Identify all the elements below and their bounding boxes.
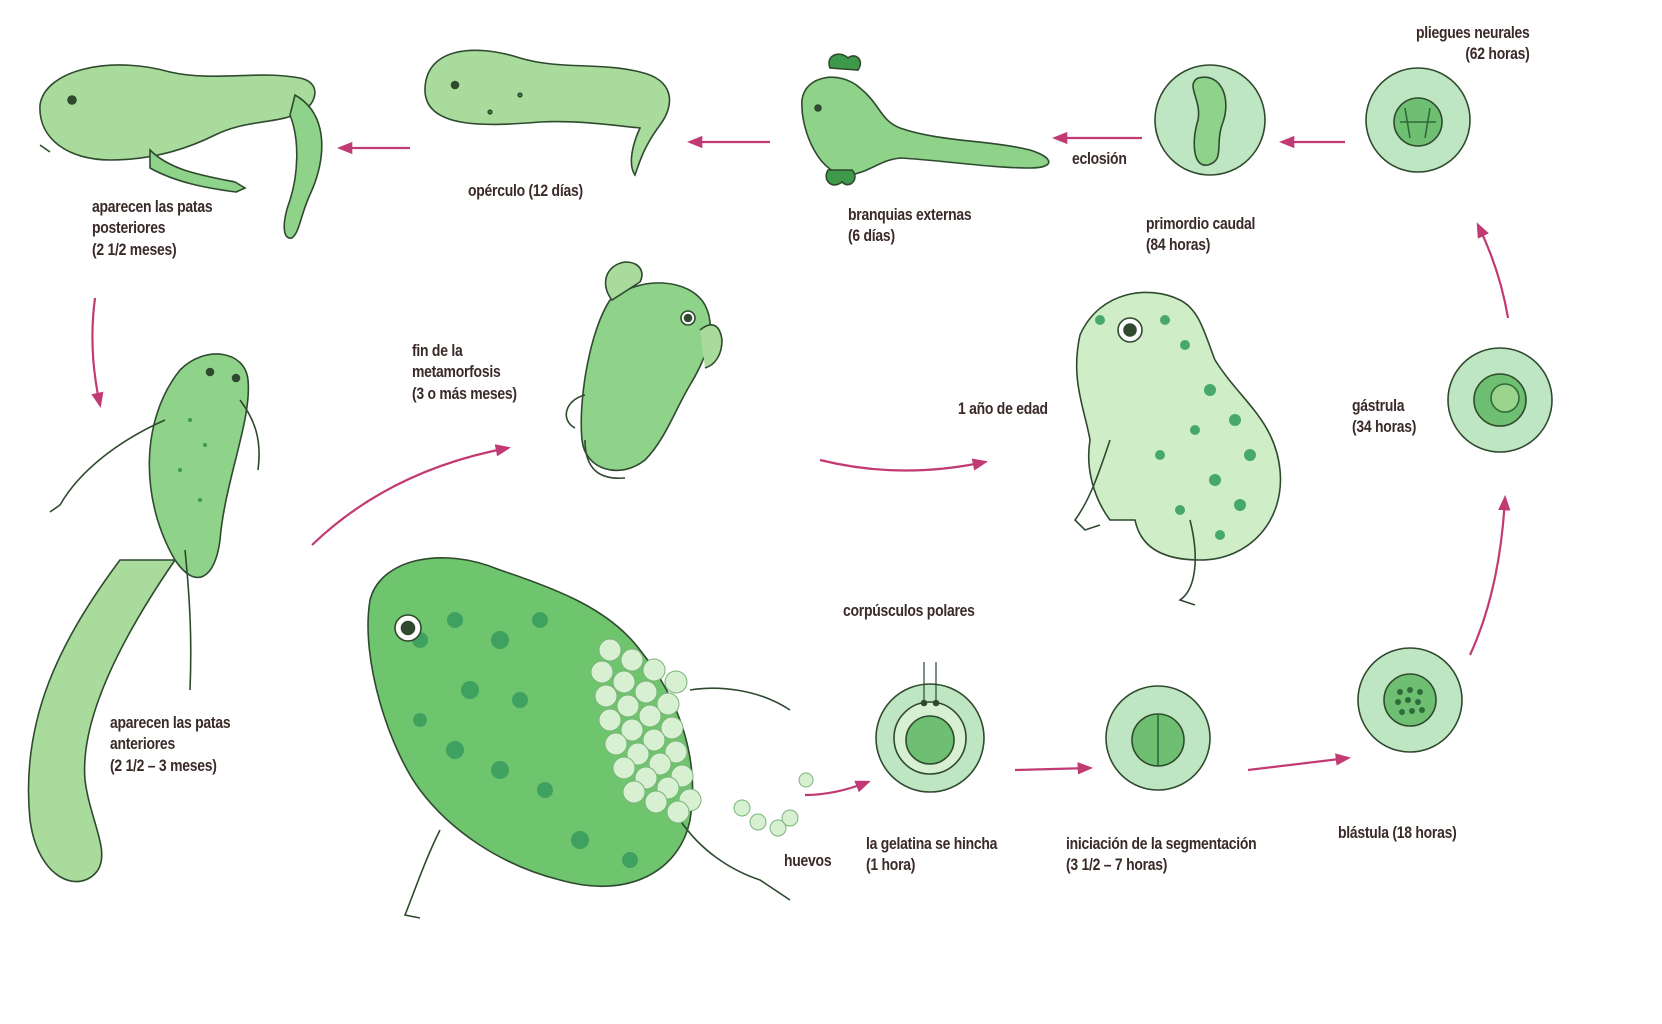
- froglet-icon: [566, 262, 722, 478]
- label-one-year-text: 1 año de edad: [958, 398, 1048, 419]
- label-metamorphosis-end: fin de la metamorfosis (3 o más meses): [412, 340, 517, 404]
- label-tail-bud: primordio caudal (84 horas): [1146, 213, 1255, 256]
- label-hind-legs: aparecen las patas posteriores (2 1/2 me…: [92, 196, 212, 260]
- label-front-legs-line2: anteriores: [110, 733, 230, 754]
- arrow-frontlegs-to-froglet: [312, 448, 508, 545]
- embryo-tail-bud-icon: [1155, 65, 1265, 175]
- label-gastrula-line1: gástrula: [1352, 395, 1416, 416]
- label-jelly-swells: la gelatina se hincha (1 hora): [866, 833, 997, 876]
- label-metamorphosis-line3: (3 o más meses): [412, 383, 517, 404]
- label-jelly-swells-line1: la gelatina se hincha: [866, 833, 997, 854]
- label-hind-legs-line1: aparecen las patas: [92, 196, 212, 217]
- label-blastula-text: blástula (18 horas): [1338, 822, 1457, 843]
- label-segmentation: iniciación de la segmentación (3 1/2 – 7…: [1066, 833, 1256, 876]
- label-tail-bud-line1: primordio caudal: [1146, 213, 1255, 234]
- embryo-blastula-icon: [1358, 648, 1462, 752]
- label-front-legs: aparecen las patas anteriores (2 1/2 – 3…: [110, 712, 230, 776]
- label-one-year: 1 año de edad: [958, 398, 1048, 419]
- arrow-eggs-to-jelly: [805, 782, 868, 795]
- label-hatching: eclosión: [1072, 148, 1127, 169]
- label-neural-folds-line1: pliegues neurales: [1408, 22, 1530, 43]
- tadpole-external-gills-icon: [802, 54, 1049, 185]
- embryo-neural-folds-icon: [1366, 68, 1470, 172]
- label-front-legs-line1: aparecen las patas: [110, 712, 230, 733]
- label-jelly-swells-line2: (1 hora): [866, 854, 997, 875]
- egg-segmentation-icon: [1106, 686, 1210, 790]
- label-blastula: blástula (18 horas): [1338, 822, 1457, 843]
- tadpole-operculum-icon: [425, 50, 670, 175]
- label-eggs: huevos: [784, 850, 831, 871]
- frog-life-cycle-diagram: aparecen las patas posteriores (2 1/2 me…: [0, 0, 1568, 966]
- label-external-gills: branquias externas (6 días): [848, 204, 971, 247]
- label-external-gills-line2: (6 días): [848, 225, 971, 246]
- label-polar-bodies-text: corpúsculos polares: [843, 600, 975, 621]
- label-hind-legs-line3: (2 1/2 meses): [92, 239, 212, 260]
- label-operculum: opérculo (12 días): [468, 180, 583, 201]
- diagram-canvas: [0, 0, 1568, 966]
- label-hind-legs-line2: posteriores: [92, 217, 212, 238]
- label-tail-bud-line2: (84 horas): [1146, 234, 1255, 255]
- arrow-gastrula-to-neural: [1478, 225, 1508, 318]
- tadpole-with-front-legs-icon: [28, 354, 259, 882]
- arrow-froglet-to-adult: [820, 460, 985, 471]
- label-metamorphosis-line2: metamorfosis: [412, 361, 517, 382]
- label-segmentation-line1: iniciación de la segmentación: [1066, 833, 1256, 854]
- label-operculum-text: opérculo (12 días): [468, 180, 583, 201]
- arrow-segmentation-to-blastula: [1248, 758, 1348, 770]
- label-gastrula-line2: (34 horas): [1352, 416, 1416, 437]
- label-metamorphosis-line1: fin de la: [412, 340, 517, 361]
- cycle-arrows: [92, 138, 1508, 795]
- label-neural-folds-line2: (62 horas): [1408, 43, 1530, 64]
- label-eggs-text: huevos: [784, 850, 831, 871]
- label-polar-bodies: corpúsculos polares: [843, 600, 975, 621]
- embryo-gastrula-icon: [1448, 348, 1552, 452]
- frog-laying-eggs-icon: [368, 558, 813, 918]
- egg-jelly-icon: [876, 662, 984, 792]
- label-gastrula: gástrula (34 horas): [1352, 395, 1416, 438]
- label-segmentation-line2: (3 1/2 – 7 horas): [1066, 854, 1256, 875]
- arrow-hindlegs-to-frontlegs: [92, 298, 100, 405]
- arrow-jelly-to-segmentation: [1015, 768, 1090, 770]
- adult-frog-icon: [1075, 292, 1280, 605]
- label-front-legs-line3: (2 1/2 – 3 meses): [110, 755, 230, 776]
- label-external-gills-line1: branquias externas: [848, 204, 971, 225]
- label-neural-folds: pliegues neurales (62 horas): [1408, 22, 1530, 65]
- arrow-blastula-to-gastrula: [1470, 498, 1505, 655]
- label-hatching-text: eclosión: [1072, 148, 1127, 169]
